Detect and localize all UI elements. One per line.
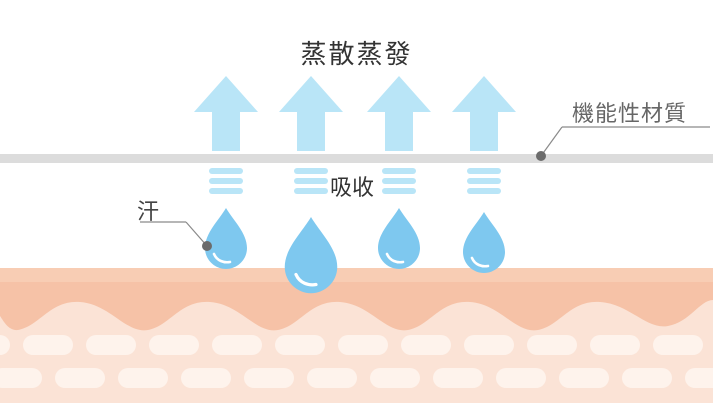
water-drop-icon [205,208,247,269]
column-3 [367,76,431,269]
skin-cell [496,368,546,388]
up-arrow-icon [367,76,431,151]
absorb-lines-icon [467,168,501,194]
skin-cell [622,368,672,388]
skin-cell [338,335,388,355]
skin-cell [149,335,199,355]
absorb-lines-icon [382,168,416,194]
skin-cell [86,335,136,355]
absorb-label: 吸收 [330,176,375,201]
diagram-title: 蒸散蒸發 [300,40,413,70]
skin-cell [23,335,73,355]
skin-cell [590,335,640,355]
sweat-leader [140,221,208,247]
water-drop-icon [284,217,338,294]
sweat-label: 汗 [137,200,160,225]
skin-cell [244,368,294,388]
column-2 [279,76,343,294]
skin-cell [527,335,577,355]
skin-cell [307,368,357,388]
skin-cell [464,335,514,355]
skin-cell [0,335,10,355]
up-arrow-icon [279,76,343,151]
skin-cell [181,368,231,388]
material-leader [536,126,710,161]
absorb-lines-icon [294,168,328,194]
skin-cell [118,368,168,388]
skin-cell [685,368,713,388]
skin-cell [653,335,703,355]
water-drop-icon [378,208,420,269]
skin [0,268,713,403]
absorb-lines-icon [209,168,243,194]
skin-cell [370,368,420,388]
material-label: 機能性材質 [572,102,688,127]
skin-cell [212,335,262,355]
skin-cell [0,368,42,388]
water-drop-icon [463,212,505,273]
up-arrow-icon [452,76,516,151]
evaporation-columns [194,76,516,294]
column-1 [194,76,258,269]
skin-cell [433,368,483,388]
skin-cells [0,335,713,388]
skin-wave [0,282,713,331]
skin-cell [55,368,105,388]
skin-cell [401,335,451,355]
skin-cell [559,368,609,388]
column-4 [452,76,516,273]
fabric-layer [0,154,713,163]
skin-cell [275,335,325,355]
up-arrow-icon [194,76,258,151]
sweat-leader-dot [202,241,212,251]
